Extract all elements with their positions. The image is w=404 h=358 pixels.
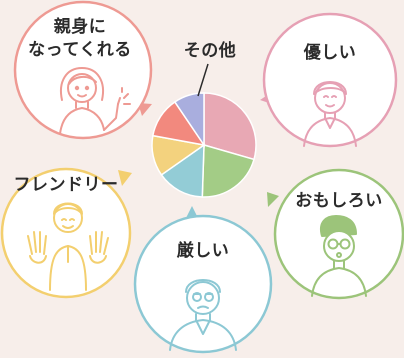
bubble-friendly — [0, 167, 132, 299]
label-kibishii: 厳しい — [177, 240, 230, 261]
man-waving-hands-icon — [27, 202, 109, 291]
label-shinmi-line1: 親身に — [54, 16, 107, 37]
young-man-icon — [303, 81, 357, 147]
label-friendly: フレンドリー — [14, 175, 119, 195]
pie-slice-2 — [201, 144, 255, 198]
pie-slice-6 — [173, 92, 205, 148]
pie-slice-1 — [203, 92, 257, 161]
man-glasses-icon — [311, 215, 367, 297]
pie-slice-3 — [160, 143, 205, 198]
label-sonota: その他 — [184, 40, 237, 61]
woman-pointing-icon — [59, 67, 131, 135]
pie-chart — [151, 92, 257, 198]
label-shinmi-line2: なってくれる — [28, 40, 132, 60]
elderly-man-icon — [169, 279, 237, 351]
label-yasashii: 優しい — [303, 42, 357, 63]
sonota-leader-line — [197, 63, 209, 97]
label-omoshiroi: おもしろい — [295, 191, 383, 211]
bubble-yasashii — [260, 12, 398, 148]
